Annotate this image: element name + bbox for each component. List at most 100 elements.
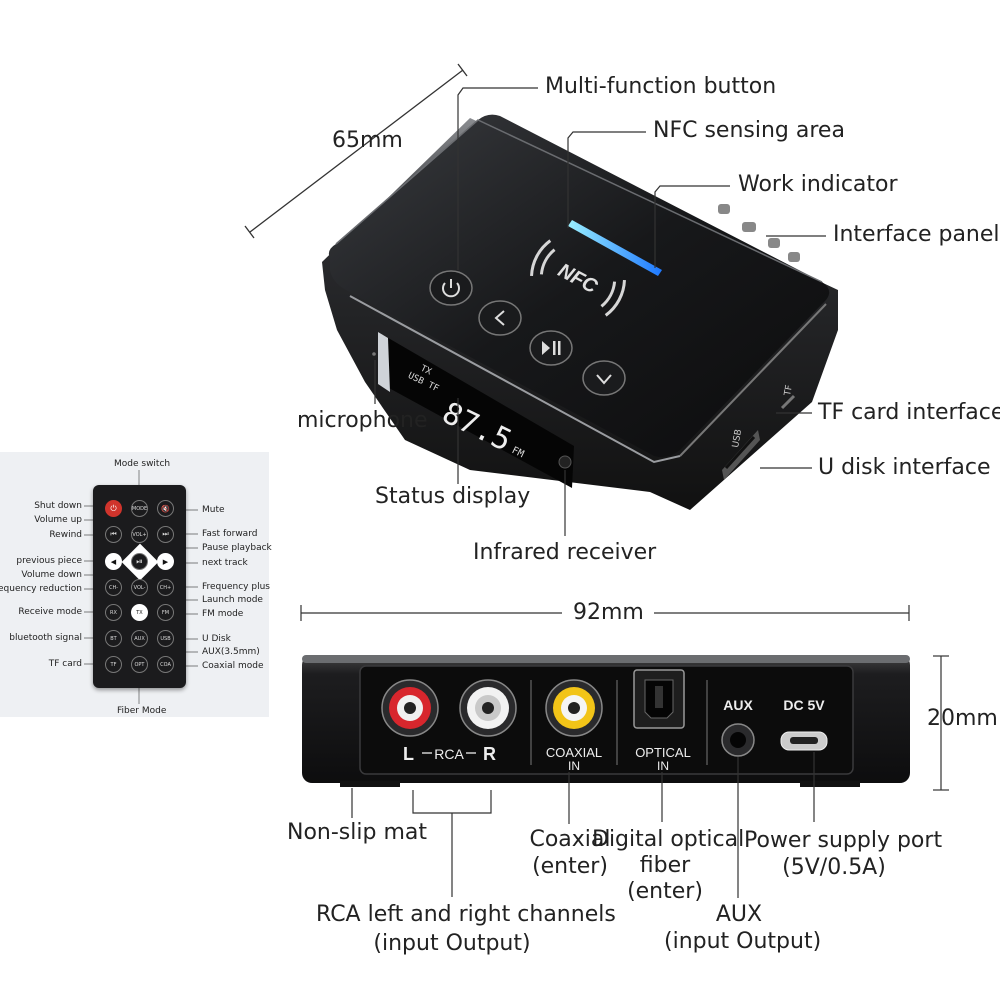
remote-label-left: Volume down — [21, 570, 82, 580]
width-dimension-line — [300, 605, 910, 621]
power-button[interactable] — [429, 270, 473, 306]
rca-right-jack — [459, 679, 517, 737]
svg-text:DC 5V: DC 5V — [783, 697, 825, 713]
remote-label-right: Pause playback — [202, 543, 272, 553]
work-indicator-led — [568, 220, 662, 276]
device-rear-view: L RCA R COAXIAL IN OPTICAL IN AUX DC 5V — [302, 655, 910, 787]
remote-label-left: Receive mode — [18, 607, 82, 617]
remote-mode-button[interactable]: MODE — [131, 500, 148, 517]
dimension-height: 20mm — [927, 706, 998, 731]
label-optical-line1: Digital optical — [592, 827, 745, 852]
remote-previous-button[interactable]: ◀ — [105, 553, 122, 570]
remote-volume-up-button[interactable]: VOL+ — [131, 526, 148, 543]
remote-ch-plus-button[interactable]: CH+ — [157, 579, 174, 596]
aux-jack — [721, 723, 755, 757]
remote-label-right: AUX(3.5mm) — [202, 647, 260, 657]
label-multi-function-button: Multi-function button — [545, 74, 777, 99]
remote-volume-down-button[interactable]: VOL- — [131, 579, 148, 596]
label-microphone: microphone — [297, 408, 428, 433]
svg-text:COAXIAL: COAXIAL — [546, 745, 602, 760]
remote-label-fiber-mode: Fiber Mode — [117, 706, 167, 716]
label-aux: AUX (input Output) — [664, 902, 821, 954]
svg-text:RCA: RCA — [434, 746, 464, 762]
svg-text:TF: TF — [426, 381, 440, 395]
previous-button[interactable] — [478, 300, 522, 336]
tf-slot — [780, 394, 796, 410]
rca-left-jack — [381, 679, 439, 737]
svg-text:TF: TF — [783, 384, 795, 397]
height-dimension-line — [933, 655, 949, 791]
remote-usb-button[interactable]: USB — [157, 630, 174, 647]
label-infrared-receiver: Infrared receiver — [473, 540, 657, 565]
remote-label-left: Shut down — [34, 501, 82, 511]
dimension-width: 92mm — [573, 600, 644, 625]
bottom-leader-lines — [351, 752, 815, 898]
next-button[interactable] — [582, 360, 626, 396]
label-optical-line3: (enter) — [627, 879, 703, 904]
coaxial-jack — [545, 679, 603, 737]
remote-tf-button[interactable]: TF — [105, 656, 122, 673]
top-leader-lines — [374, 87, 826, 536]
remote-aux-button[interactable]: AUX — [131, 630, 148, 647]
remote-play-pause-button[interactable]: ⏯ — [131, 553, 148, 570]
label-rca-channels: RCA left and right channels (input Outpu… — [316, 902, 616, 956]
non-slip-mat — [340, 781, 400, 787]
remote-opt-button[interactable]: OPT — [131, 656, 148, 673]
remote-label-right: next track — [202, 558, 248, 568]
remote-label-right: Frequency plus — [202, 582, 270, 592]
remote-ch-minus-button[interactable]: CH- — [105, 579, 122, 596]
svg-text:AUX: AUX — [723, 697, 753, 713]
remote-label-right: Mute — [202, 505, 225, 515]
remote-label-left: Frequency reduction — [0, 584, 82, 594]
remote-label-right: Coaxial mode — [202, 661, 264, 671]
infrared-receiver — [558, 455, 572, 469]
label-aux-line1: AUX — [715, 902, 763, 927]
svg-text:OPTICAL: OPTICAL — [635, 745, 691, 760]
remote-tx-button[interactable]: TX — [131, 604, 148, 621]
remote-power-button[interactable]: ⏻ — [105, 500, 122, 517]
remote-label-left: bluetooth signal — [9, 633, 82, 643]
remote-bt-button[interactable]: BT — [105, 630, 122, 647]
label-tf-card-interface: TF card interface — [818, 400, 1000, 425]
remote-label-right: Launch mode — [202, 595, 263, 605]
dimension-depth: 65mm — [332, 128, 403, 153]
label-digital-optical: Digital optical fiber (enter) — [592, 827, 745, 905]
remote-next-button[interactable]: ▶ — [157, 553, 174, 570]
remote-rewind-button[interactable]: ⏮ — [105, 526, 122, 543]
remote-mute-button[interactable]: 🔇 — [157, 500, 174, 517]
label-power-line2: (5V/0.5A) — [782, 855, 886, 880]
remote-fm-button[interactable]: FM — [157, 604, 174, 621]
remote-fast-forward-button[interactable]: ⏭ — [157, 526, 174, 543]
label-power-line1: Power supply port — [744, 828, 943, 853]
label-interface-panel: Interface panel — [833, 222, 1000, 247]
remote-rx-button[interactable]: RX — [105, 604, 122, 621]
svg-text:IN: IN — [568, 759, 580, 773]
svg-text:IN: IN — [657, 759, 669, 773]
svg-text:USB: USB — [731, 429, 744, 449]
remote-label-left: TF card — [48, 659, 82, 669]
remote-label-left: Rewind — [49, 530, 82, 540]
remote-label-right: U Disk — [202, 634, 231, 644]
microphone-hole — [372, 352, 376, 356]
device-top-view: NFC TX USB TF 87.5 — [322, 114, 838, 510]
label-nfc-sensing-area: NFC sensing area — [653, 118, 845, 143]
label-coaxial: Coaxial (enter) — [510, 827, 630, 879]
depth-dimension-line — [244, 63, 468, 239]
label-non-slip-mat: Non-slip mat — [287, 820, 427, 845]
remote-label-mode-switch: Mode switch — [114, 459, 171, 469]
label-coaxial-line1: Coaxial — [529, 827, 611, 852]
status-display — [378, 332, 574, 488]
svg-text:TX: TX — [419, 364, 434, 378]
label-status-display: Status display — [375, 484, 531, 509]
remote-coa-button[interactable]: COA — [157, 656, 174, 673]
play-pause-button[interactable] — [529, 330, 573, 366]
remote-label-left: Volume up — [34, 515, 82, 525]
label-optical-line2: fiber — [639, 853, 691, 878]
label-rca-line1: RCA left and right channels — [316, 902, 616, 927]
label-work-indicator: Work indicator — [738, 172, 898, 197]
optical-port — [633, 669, 685, 729]
label-power-supply: Power supply port (5V/0.5A) — [744, 828, 943, 880]
svg-text:L: L — [403, 744, 414, 764]
power-port — [780, 731, 828, 751]
